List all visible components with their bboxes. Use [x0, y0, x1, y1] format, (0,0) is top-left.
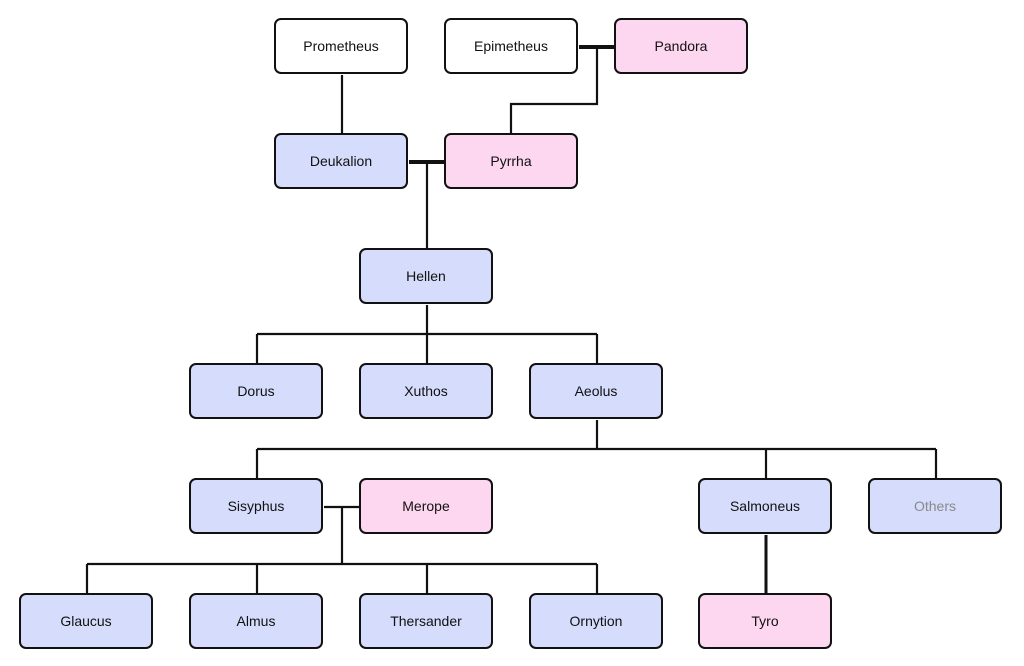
node-epimetheus: Epimetheus	[444, 18, 578, 74]
node-pyrrha: Pyrrha	[444, 133, 578, 189]
node-pandora: Pandora	[614, 18, 748, 74]
node-hellen: Hellen	[359, 248, 493, 304]
node-salmoneus: Salmoneus	[698, 478, 832, 534]
node-merope: Merope	[359, 478, 493, 534]
node-sisyphus: Sisyphus	[189, 478, 323, 534]
node-deukalion: Deukalion	[274, 133, 408, 189]
node-glaucus: Glaucus	[19, 593, 153, 649]
node-ornytion: Ornytion	[529, 593, 663, 649]
node-almus: Almus	[189, 593, 323, 649]
node-aeolus: Aeolus	[529, 363, 663, 419]
node-thersander: Thersander	[359, 593, 493, 649]
node-xuthos: Xuthos	[359, 363, 493, 419]
node-tyro: Tyro	[698, 593, 832, 649]
node-dorus: Dorus	[189, 363, 323, 419]
line-epimetheus-pandora-to-pyrrha	[509, 47, 599, 133]
node-prometheus: Prometheus	[274, 18, 408, 74]
node-others: Others	[868, 478, 1002, 534]
